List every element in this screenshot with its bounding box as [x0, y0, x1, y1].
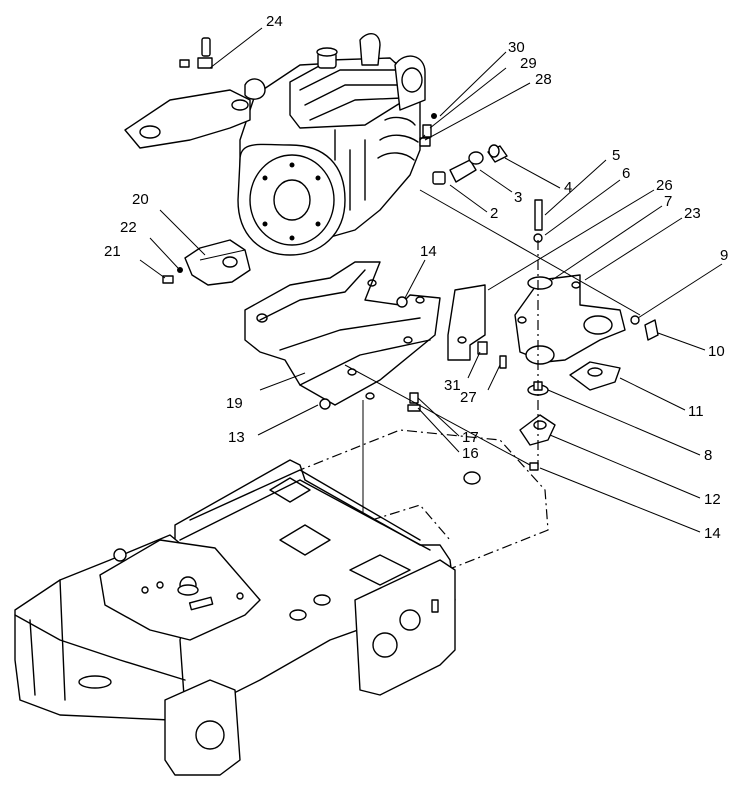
callout-21: 21: [104, 243, 121, 260]
callout-16: 16: [462, 445, 479, 462]
callout-27: 27: [460, 389, 477, 406]
callout-19: 19: [226, 395, 243, 412]
bracket-26: [447, 284, 507, 369]
callout-7: 7: [664, 193, 672, 210]
callout-28: 28: [535, 71, 552, 88]
bracket-20: [162, 239, 251, 286]
callout-10: 10: [708, 343, 725, 360]
tractor-frame: [14, 429, 549, 776]
callout-5: 5: [612, 147, 620, 164]
callout-17: 17: [462, 429, 479, 446]
callout-20: 20: [132, 191, 149, 208]
callout-31: 31: [444, 377, 461, 394]
callout-2: 2: [490, 205, 498, 222]
callout-8: 8: [704, 447, 712, 464]
engine-assembly: [124, 33, 426, 256]
callout-9: 9: [720, 247, 728, 264]
fittings-2-3-4: [432, 144, 508, 185]
mount-plate-19: [244, 261, 441, 412]
callout-14-lower: 14: [704, 525, 721, 542]
leader-lines: [139, 27, 723, 533]
callout-14-upper: 14: [420, 243, 437, 260]
bracket-23: [514, 199, 659, 471]
callout-30: 30: [508, 39, 525, 56]
callout-29: 29: [520, 55, 537, 72]
callout-26: 26: [656, 177, 673, 194]
callout-6: 6: [622, 165, 630, 182]
callout-labels: 24 30 29 28 5 6 26 7 23 4 3 2 20 22 21 1…: [104, 13, 728, 542]
callout-3: 3: [514, 189, 522, 206]
callout-24: 24: [266, 13, 283, 30]
callout-23: 23: [684, 205, 701, 222]
callout-11: 11: [688, 403, 704, 420]
callout-22: 22: [120, 219, 137, 236]
callout-4: 4: [564, 179, 572, 196]
callout-12: 12: [704, 491, 721, 508]
fittings-28-29-30: [419, 113, 437, 147]
callout-13: 13: [228, 429, 245, 446]
